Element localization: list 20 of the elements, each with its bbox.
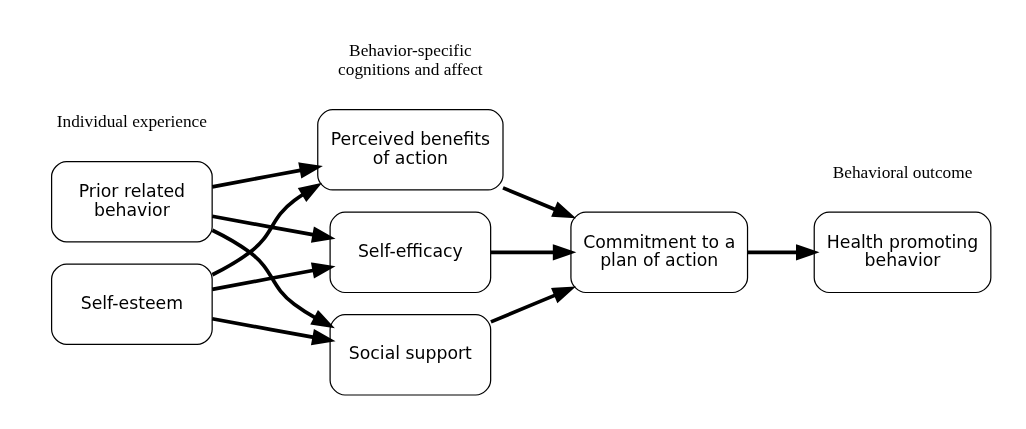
node-box: Health promoting behavior (813, 211, 991, 293)
arrow (490, 243, 576, 261)
arrow (211, 161, 323, 189)
node-box: Self-efficacy (329, 211, 491, 293)
arrow (211, 213, 336, 243)
arrow (501, 185, 576, 218)
node-box: Self-esteem (50, 262, 213, 345)
label: Behavioral outcome (832, 162, 972, 182)
arrow (211, 316, 336, 345)
arrow (489, 286, 576, 324)
node-box: Prior related behavior (50, 160, 213, 242)
node-box: Social support (329, 313, 491, 396)
node-box: Perceived benefits of action (316, 108, 504, 191)
arrow (747, 243, 819, 261)
label: Individual experience (56, 111, 207, 131)
arrow (211, 261, 336, 291)
label: Behavior-specific cognitions and affect (337, 40, 483, 79)
arrow (211, 182, 322, 276)
node-box: Commitment to a plan of action (569, 211, 748, 293)
arrow (211, 228, 335, 328)
